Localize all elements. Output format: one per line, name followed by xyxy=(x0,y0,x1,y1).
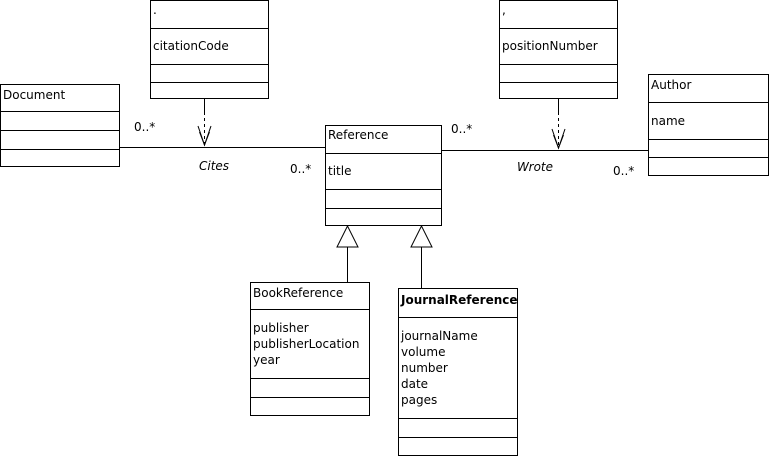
multiplicity-cites-reference: 0..* xyxy=(290,162,311,176)
attribute-journal-name: journalName xyxy=(400,329,478,343)
generalization-book-reference[interactable] xyxy=(336,224,359,282)
attribute-number: number xyxy=(401,361,448,375)
attribute-position-number: positionNumber xyxy=(502,39,598,53)
association-wrote-label: Wrote xyxy=(517,160,553,174)
attribute-year: year xyxy=(253,353,280,367)
class-author-name: Author xyxy=(651,78,691,92)
association-cites-label: Cites xyxy=(199,159,229,173)
association-wrote[interactable]: 0..* 0..* Wrote xyxy=(442,122,648,178)
association-cites[interactable]: 0..* 0..* Cites xyxy=(120,120,325,176)
association-class-link-wrote xyxy=(551,98,566,150)
attribute-pages: pages xyxy=(401,393,437,407)
attribute-name: name xyxy=(651,114,685,128)
class-author[interactable]: Author name xyxy=(648,74,769,176)
class-journal-reference[interactable]: JournalReference journalName volume numb… xyxy=(398,288,518,456)
class-wrote-association[interactable]: , positionNumber xyxy=(499,0,618,99)
class-book-reference-name: BookReference xyxy=(253,286,343,300)
inheritance-triangle xyxy=(410,224,433,248)
class-book-reference[interactable]: BookReference publisher publisherLocatio… xyxy=(250,282,370,416)
attribute-title: title xyxy=(328,164,351,178)
class-document[interactable]: Document xyxy=(0,84,120,167)
multiplicity-cites-document: 0..* xyxy=(134,120,155,134)
class-wrote-association-name: , xyxy=(502,3,506,17)
class-cites-association-name: . xyxy=(153,3,157,17)
inheritance-triangle xyxy=(336,224,359,248)
attribute-citation-code: citationCode xyxy=(153,39,229,53)
attribute-volume: volume xyxy=(401,345,445,359)
class-cites-association[interactable]: . citationCode xyxy=(150,0,269,99)
attribute-date: date xyxy=(401,377,428,391)
attribute-publisher: publisher xyxy=(253,321,309,335)
class-journal-reference-name: JournalReference xyxy=(400,293,518,307)
class-reference[interactable]: Reference title xyxy=(325,125,442,226)
class-document-name: Document xyxy=(3,88,65,102)
multiplicity-wrote-reference: 0..* xyxy=(451,122,472,136)
class-reference-name: Reference xyxy=(328,128,388,142)
generalization-journal-reference[interactable] xyxy=(410,224,433,288)
association-class-link-cites xyxy=(197,98,212,147)
attribute-publisher-location: publisherLocation xyxy=(253,337,359,351)
multiplicity-wrote-author: 0..* xyxy=(613,164,634,178)
